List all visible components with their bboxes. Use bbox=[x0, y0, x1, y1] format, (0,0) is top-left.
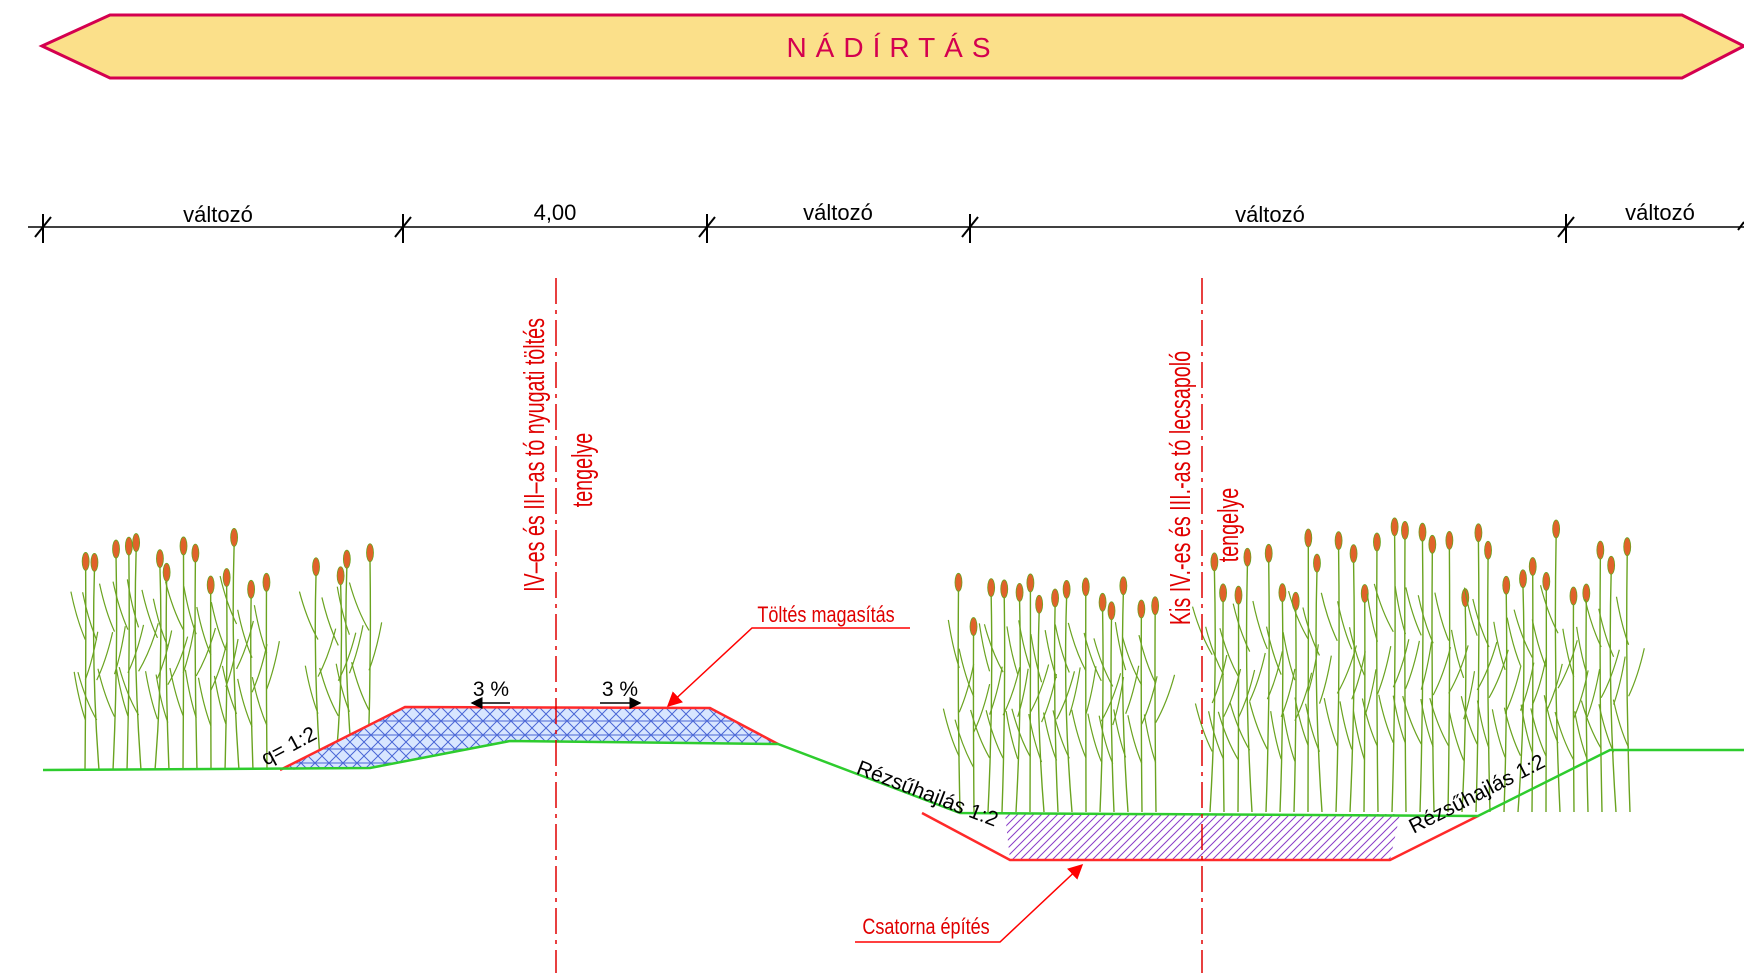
banner: NÁDÍRTÁS bbox=[38, 13, 1744, 80]
reed bbox=[954, 617, 991, 813]
ground-line bbox=[42, 739, 1744, 818]
reed bbox=[1138, 596, 1176, 813]
reed bbox=[1282, 591, 1313, 813]
reed bbox=[1011, 573, 1050, 813]
reed bbox=[1513, 557, 1547, 813]
reed bbox=[70, 552, 99, 771]
right-axis-label-2: tengelye bbox=[1213, 488, 1245, 563]
reed bbox=[1302, 553, 1332, 813]
reed bbox=[1028, 594, 1058, 813]
reed bbox=[251, 572, 280, 771]
dimension-label-1: változó bbox=[183, 202, 253, 227]
reed bbox=[219, 528, 254, 771]
reed bbox=[1460, 523, 1498, 813]
embankment-raise bbox=[279, 705, 779, 772]
reed bbox=[1392, 520, 1420, 813]
reed bbox=[1287, 528, 1319, 813]
dimension-label-2: 4,00 bbox=[534, 200, 577, 225]
dimension-ticks bbox=[34, 214, 1744, 243]
reed bbox=[1612, 537, 1645, 813]
reed bbox=[1598, 555, 1626, 813]
reed bbox=[1402, 522, 1433, 813]
reed bbox=[1554, 586, 1589, 813]
left-axis-label-2: tengelye bbox=[567, 433, 599, 508]
reed-vegetation bbox=[70, 517, 1645, 813]
left-axis: IV–es és III–as tó nyugati töltés tengel… bbox=[519, 278, 599, 973]
banner-title: NÁDÍRTÁS bbox=[786, 32, 999, 63]
reed bbox=[77, 552, 114, 771]
reed bbox=[1248, 543, 1283, 813]
grade-right-label: 3 % bbox=[602, 678, 638, 701]
reed bbox=[970, 578, 1003, 813]
reed bbox=[1005, 582, 1029, 813]
reed bbox=[210, 568, 239, 771]
reed bbox=[983, 579, 1021, 813]
right-axis: Kis IV.-es és III.-as tó lecsapoló tenge… bbox=[1165, 278, 1245, 973]
dimension-label-5: változó bbox=[1625, 200, 1695, 225]
left-axis-label-1: IV–es és III–as tó nyugati töltés bbox=[519, 318, 551, 592]
reed bbox=[164, 536, 196, 771]
slope-right-label-1: Rézsűhajlás 1:2 bbox=[853, 756, 1001, 831]
reed bbox=[942, 572, 975, 813]
right-axis-label-1: Kis IV.-es és III.-as tó lecsapoló bbox=[1165, 351, 1197, 625]
reed bbox=[1361, 532, 1392, 813]
reed bbox=[237, 579, 268, 771]
reed bbox=[1491, 575, 1522, 813]
reed bbox=[1067, 577, 1097, 813]
reed bbox=[112, 536, 145, 771]
reed bbox=[1229, 547, 1266, 813]
embankment-fill bbox=[280, 707, 778, 770]
reed bbox=[183, 543, 217, 771]
reed bbox=[97, 539, 126, 771]
canal-callout-leader bbox=[855, 863, 1084, 943]
canal-callout-label: Csatorna építés bbox=[862, 915, 989, 939]
dimension-line: változó 4,00 változó változó változó bbox=[28, 200, 1744, 243]
reed bbox=[298, 557, 337, 761]
dimension-label-3: változó bbox=[803, 200, 873, 225]
embankment-outline bbox=[279, 705, 779, 772]
embankment-callout-label: Töltés magasítás bbox=[757, 603, 894, 627]
canal-construction bbox=[921, 811, 1479, 862]
embankment-callout: Töltés magasítás bbox=[666, 603, 910, 708]
reed bbox=[1373, 517, 1410, 813]
reed bbox=[196, 575, 228, 771]
reed bbox=[1093, 601, 1125, 813]
reed bbox=[141, 549, 173, 771]
canal-outline bbox=[921, 811, 1479, 862]
grade-left-label: 3 % bbox=[473, 678, 509, 701]
reed bbox=[1083, 592, 1122, 813]
dimension-label-4: változó bbox=[1235, 202, 1305, 227]
reed bbox=[1052, 580, 1081, 813]
reed bbox=[118, 533, 159, 771]
reed bbox=[1472, 540, 1509, 813]
reed bbox=[1320, 531, 1357, 813]
reed bbox=[1417, 534, 1452, 813]
reed bbox=[152, 562, 189, 771]
reed bbox=[1113, 576, 1140, 813]
reed bbox=[1574, 583, 1601, 813]
banner-shape bbox=[38, 13, 1744, 80]
grade-left: 3 % bbox=[470, 678, 510, 709]
reed bbox=[1530, 572, 1563, 813]
embankment-callout-leader bbox=[666, 627, 910, 708]
grade-right: 3 % bbox=[600, 678, 642, 709]
reed bbox=[1337, 544, 1366, 813]
reed bbox=[1205, 583, 1242, 813]
canal-callout: Csatorna építés bbox=[855, 863, 1084, 943]
reed bbox=[1265, 583, 1296, 813]
reed bbox=[1122, 599, 1158, 813]
reed bbox=[1429, 530, 1469, 813]
